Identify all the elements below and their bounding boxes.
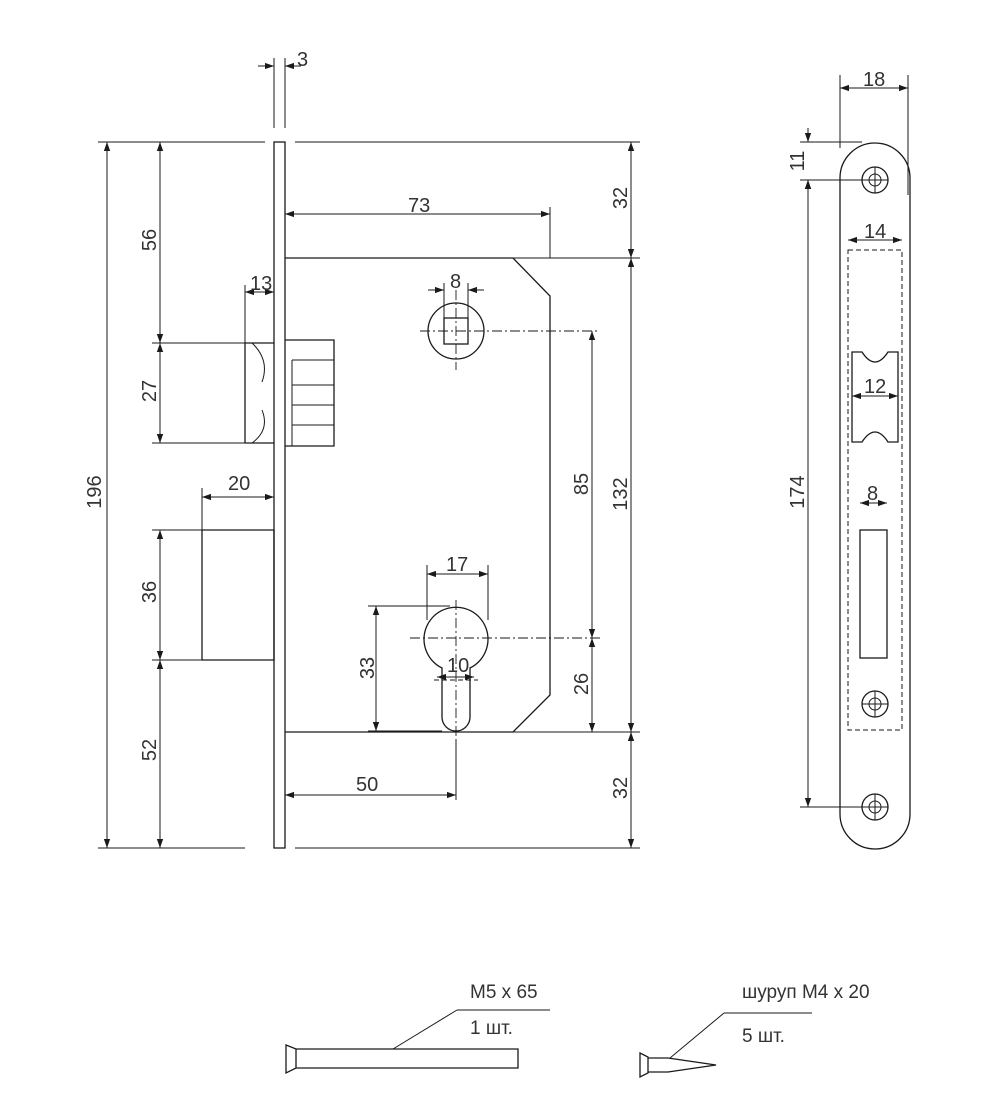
faceplate bbox=[273, 141, 286, 849]
lock-front-view bbox=[201, 141, 600, 849]
dim-case-height: 132 bbox=[610, 477, 632, 510]
hidden-box-outline bbox=[847, 249, 903, 731]
dim-cylinder-width: 17 bbox=[446, 554, 468, 576]
dead-bolt bbox=[201, 529, 275, 661]
dim-latch-slot-width: 12 bbox=[864, 376, 886, 398]
dim-total-height: 196 bbox=[84, 475, 106, 508]
dim-case-depth: 73 bbox=[408, 195, 430, 217]
screw-qty: 5 шт. bbox=[742, 1026, 785, 1047]
dim-bottom-offset: 32 bbox=[610, 777, 632, 799]
dim-cylinder-height: 33 bbox=[357, 657, 379, 679]
screw-hole-top bbox=[861, 166, 889, 194]
bolt-m5-icon bbox=[285, 1044, 519, 1075]
screw-hole-bottom bbox=[861, 793, 889, 821]
dim-bolt-projection: 20 bbox=[228, 473, 250, 495]
dim-latch-height: 27 bbox=[139, 380, 161, 402]
dim-top-offset: 32 bbox=[610, 187, 632, 209]
dim-top-to-latch: 56 bbox=[139, 229, 161, 251]
lock-case bbox=[285, 257, 551, 733]
dim-cylinder-to-case-bottom: 26 bbox=[571, 673, 593, 695]
dim-cylinder-bottom-width: 10 bbox=[447, 655, 469, 677]
accessory-bolt: M5 x 65 1 шт. bbox=[285, 982, 550, 1075]
screw-label: шуруп M4 x 20 bbox=[742, 982, 870, 1003]
dim-latch-opening-width: 14 bbox=[864, 221, 886, 243]
dim-bolt-to-bottom: 52 bbox=[139, 739, 161, 761]
dim-strike-width: 18 bbox=[863, 69, 885, 91]
cylinder-hole bbox=[423, 606, 489, 732]
latch-curve bbox=[251, 342, 334, 446]
dim-latch-projection: 13 bbox=[250, 273, 272, 295]
dim-hole-spacing: 174 bbox=[787, 475, 809, 508]
screw-hole-middle bbox=[861, 690, 889, 718]
strike-plate-outline bbox=[839, 142, 911, 850]
bolt-opening bbox=[859, 529, 888, 659]
accessory-screw: шуруп M4 x 20 5 шт. bbox=[639, 982, 870, 1079]
dim-top-hole-offset: 11 bbox=[787, 151, 809, 172]
dim-backset: 50 bbox=[356, 774, 378, 796]
latch-opening bbox=[851, 351, 899, 443]
dim-bolt-opening-width: 8 bbox=[867, 483, 878, 505]
latch-bolt bbox=[244, 339, 335, 447]
dim-faceplate-thickness: 3 bbox=[297, 49, 308, 71]
bolt-qty: 1 шт. bbox=[470, 1018, 513, 1039]
bolt-label: M5 x 65 bbox=[470, 982, 538, 1003]
dim-bolt-height: 36 bbox=[139, 581, 161, 603]
dim-spindle-square: 8 bbox=[450, 271, 461, 293]
front-dimensions: 196 56 27 36 52 3 13 20 73 bbox=[84, 49, 640, 849]
screw-m4-icon bbox=[639, 1051, 717, 1079]
dim-centre-distance: 85 bbox=[571, 473, 593, 495]
strike-plate-view: 18 11 174 14 12 8 bbox=[787, 69, 911, 850]
